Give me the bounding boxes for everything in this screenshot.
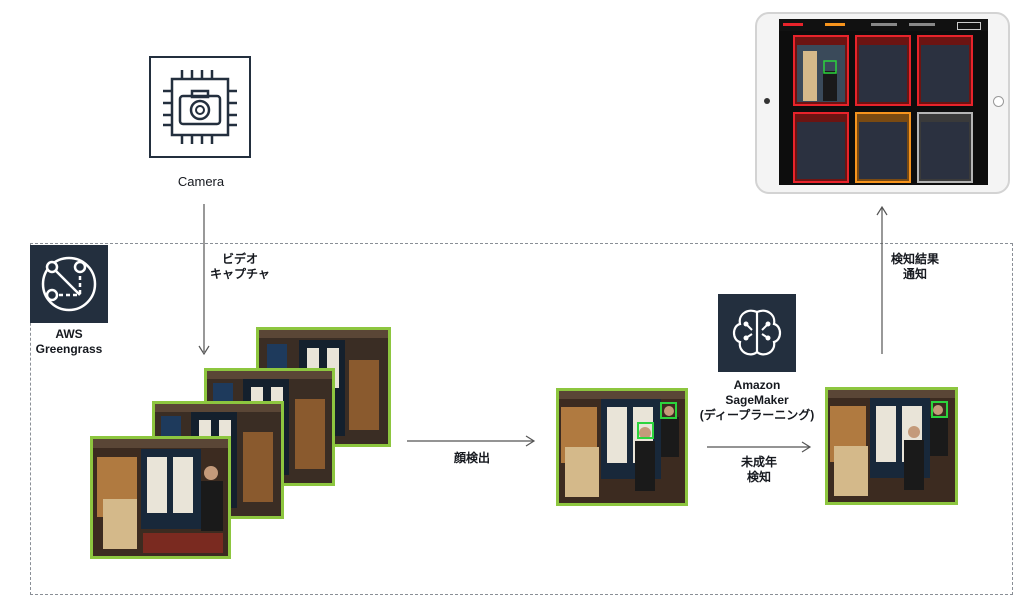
minor-detection-line1: 未成年	[740, 455, 777, 469]
sagemaker-brain-icon	[718, 294, 796, 372]
capture-frame-1	[90, 436, 231, 559]
greengrass-region	[30, 243, 1013, 595]
minor-detection-line2: 検知	[746, 470, 771, 484]
minor-detection-label: 未成年 検知	[724, 455, 794, 485]
sagemaker-label-line1: Amazon	[733, 378, 781, 392]
notify-line1: 検知結果	[890, 252, 939, 266]
notify-arrow	[876, 206, 888, 354]
greengrass-icon	[30, 245, 108, 323]
alert-cell-5[interactable]	[855, 112, 911, 183]
minor-detection-arrow	[707, 441, 812, 453]
alert-cell-4[interactable]	[793, 112, 849, 183]
greengrass-label-line2: Greengrass	[35, 342, 103, 356]
video-capture-line1: ビデオ	[221, 252, 258, 266]
capture-arrow	[198, 204, 210, 356]
notify-label: 検知結果 通知	[876, 252, 954, 282]
sagemaker-label-line2: SageMaker	[725, 393, 789, 407]
face-detection-arrow	[407, 435, 536, 447]
sagemaker-label-line3: (ディープラーニング)	[699, 408, 815, 422]
camera-label: Camera	[177, 174, 225, 189]
alert-cell-2[interactable]	[855, 35, 911, 106]
video-capture-label: ビデオ キャプチャ	[205, 252, 275, 282]
tablet-home-button[interactable]	[993, 96, 1004, 107]
greengrass-label-line1: AWS	[55, 327, 83, 341]
alert-cell-1[interactable]	[793, 35, 849, 106]
camera-chip-icon	[149, 56, 251, 158]
greengrass-label: AWS Greengrass	[24, 327, 114, 357]
video-capture-line2: キャプチャ	[210, 267, 270, 281]
face-detection-label: 顔検出	[453, 451, 490, 465]
face-detection-frame	[556, 388, 688, 506]
notify-line2: 通知	[902, 267, 927, 281]
result-frame	[825, 387, 958, 505]
tablet-status-bar	[779, 19, 988, 31]
sagemaker-label: Amazon SageMaker (ディープラーニング)	[680, 378, 834, 423]
tablet-screen	[779, 19, 988, 185]
tablet-camera-dot	[764, 98, 770, 104]
alert-cell-6[interactable]	[917, 112, 973, 183]
alert-cell-3[interactable]	[917, 35, 973, 106]
